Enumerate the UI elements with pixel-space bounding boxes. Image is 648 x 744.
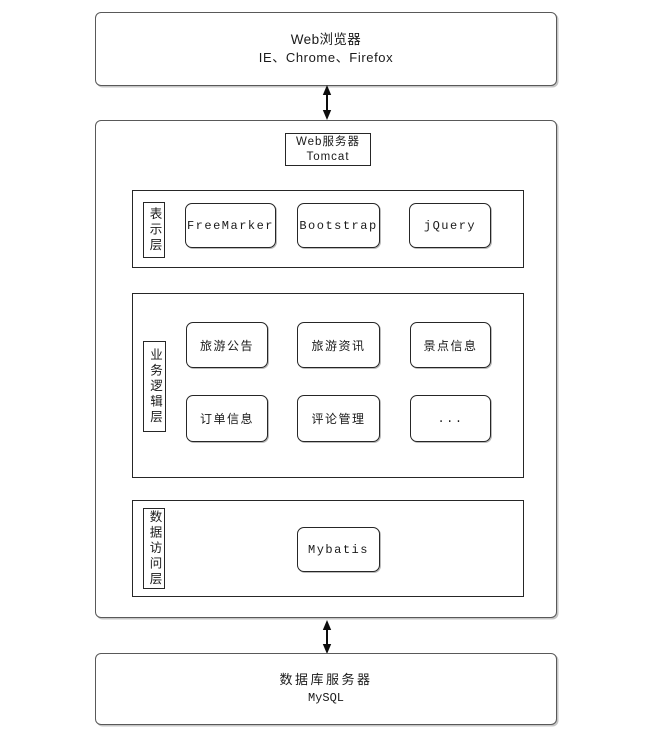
item-bootstrap: Bootstrap: [297, 203, 380, 248]
arrow-server-database-icon: [322, 620, 332, 654]
web-browser-subtitle: IE、Chrome、Firefox: [258, 50, 394, 65]
business-layer-label: 业务逻辑层: [143, 341, 166, 432]
item-comment-management: 评论管理: [297, 395, 380, 442]
business-layer-section: [132, 293, 524, 478]
item-ellipsis: ...: [410, 395, 491, 442]
item-freemarker: FreeMarker: [185, 203, 276, 248]
web-browser-title: Web浏览器: [290, 32, 362, 47]
database-server-subtitle: MySQL: [307, 691, 344, 705]
data-access-layer-label: 数据访问层: [143, 508, 165, 589]
web-server-name: Web服务器: [296, 135, 360, 148]
item-travel-announcement: 旅游公告: [186, 322, 268, 368]
item-mybatis: Mybatis: [297, 527, 380, 572]
item-travel-info: 旅游资讯: [297, 322, 380, 368]
web-server-tech: Tomcat: [306, 150, 350, 163]
web-browser-box: Web浏览器 IE、Chrome、Firefox: [95, 12, 557, 86]
item-order-info: 订单信息: [186, 395, 268, 442]
database-server-title: 数据库服务器: [279, 673, 373, 688]
item-jquery: jQuery: [409, 203, 491, 248]
database-server-box: 数据库服务器 MySQL: [95, 653, 557, 725]
item-scenic-spot-info: 景点信息: [410, 322, 491, 368]
web-server-label-box: Web服务器 Tomcat: [285, 133, 371, 166]
arrow-browser-server-icon: [322, 85, 332, 120]
presentation-layer-label: 表示层: [143, 202, 165, 258]
